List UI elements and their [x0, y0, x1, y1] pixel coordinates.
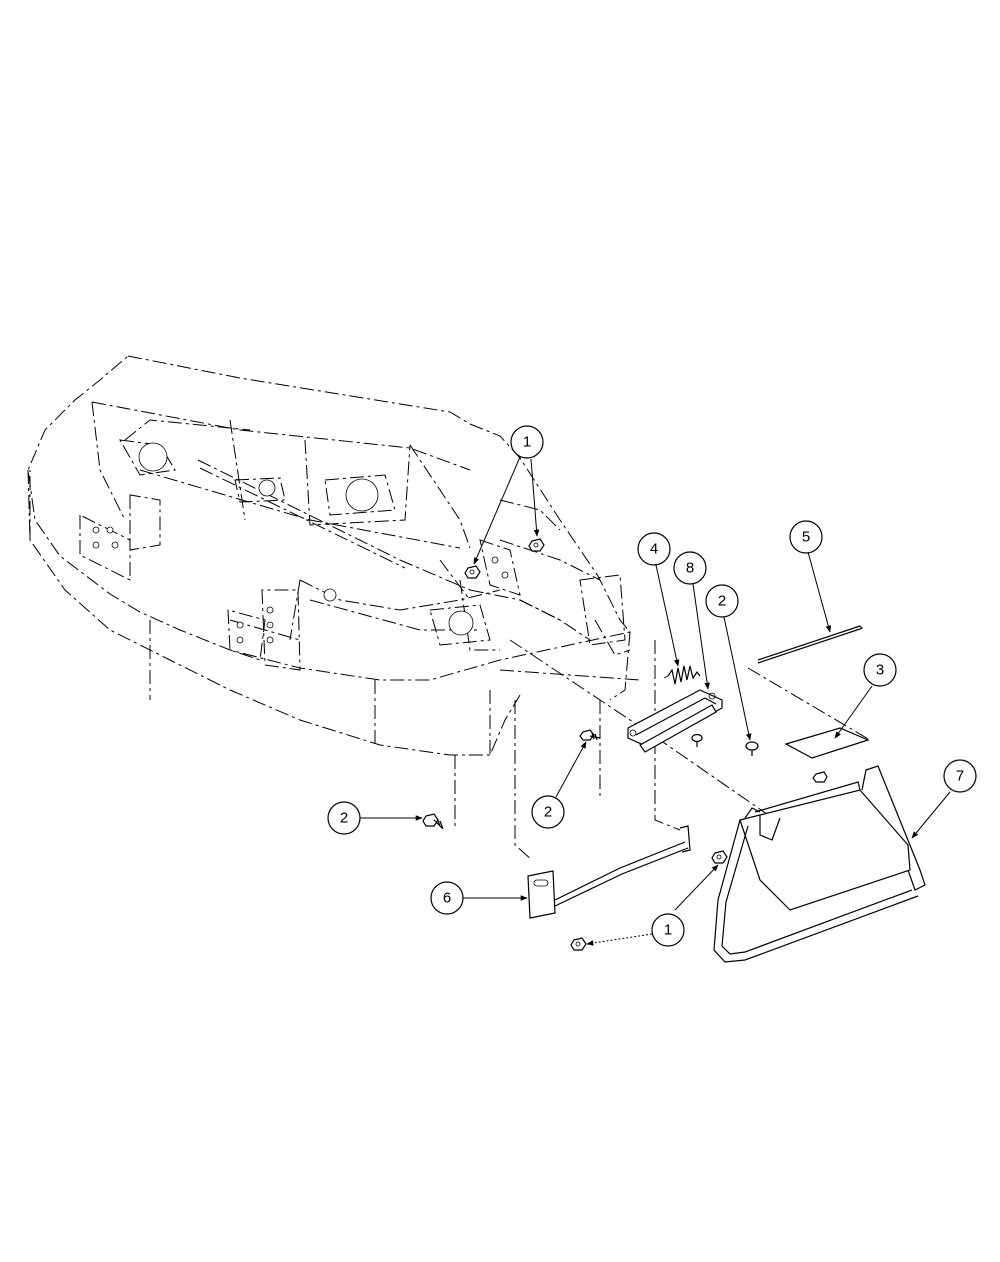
pin-part-2-a — [745, 741, 759, 756]
callout-1-bottom: 1 — [651, 913, 685, 947]
bolt-part-2-left — [422, 813, 444, 830]
mower-deck — [27, 355, 791, 861]
callout-4: 4 — [637, 532, 671, 566]
callout-2-right: 2 — [705, 584, 739, 618]
callout-6: 6 — [430, 881, 464, 915]
callout-2-right-label: 2 — [718, 593, 726, 610]
callout-2-left-label: 2 — [340, 810, 348, 827]
bolt-part-2-mid — [579, 729, 601, 741]
callout-3: 3 — [863, 653, 897, 687]
deflector-part-7 — [713, 765, 926, 963]
callout-5: 5 — [789, 520, 823, 554]
callout-3-label: 3 — [876, 662, 884, 679]
callout-leaders — [360, 456, 951, 946]
callout-2-middle-label: 2 — [544, 804, 552, 821]
pin-part-2-b — [691, 733, 703, 747]
nut-part-1-b — [528, 538, 545, 552]
spring-part-4 — [663, 665, 701, 685]
callout-1-top: 1 — [510, 425, 544, 459]
callout-8-label: 8 — [686, 560, 694, 577]
bracket-part-6 — [527, 825, 691, 919]
callout-5-label: 5 — [802, 529, 810, 546]
callout-8: 8 — [673, 551, 707, 585]
rod-part-5 — [747, 625, 871, 741]
callout-4-label: 4 — [650, 541, 658, 558]
nut-part-1-a — [464, 565, 481, 579]
nut-part-1-lower — [570, 937, 587, 951]
callout-2-middle: 2 — [531, 795, 565, 829]
callout-1-top-label: 1 — [523, 434, 531, 451]
callout-1-bottom-label: 1 — [664, 922, 672, 939]
callout-6-label: 6 — [443, 890, 451, 907]
bracket-part-8 — [627, 689, 723, 753]
callout-2-left: 2 — [327, 801, 361, 835]
callout-7: 7 — [943, 759, 977, 793]
deck-mounting-holes — [92, 442, 509, 644]
nut-part-1-deflector — [711, 850, 728, 864]
callout-7-label: 7 — [956, 768, 964, 785]
